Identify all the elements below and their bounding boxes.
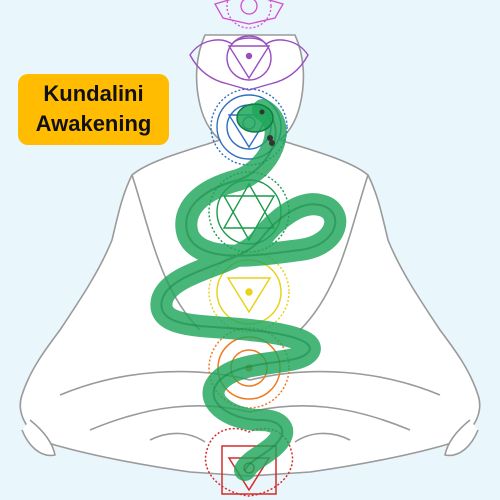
title-badge: Kundalini Awakening (18, 74, 169, 145)
title-line-2: Awakening (35, 111, 152, 136)
third-eye-chakra-icon (189, 35, 309, 91)
serpent-icon (150, 99, 347, 481)
crown-chakra-icon (214, 0, 284, 29)
title-line-1: Kundalini (43, 81, 144, 106)
